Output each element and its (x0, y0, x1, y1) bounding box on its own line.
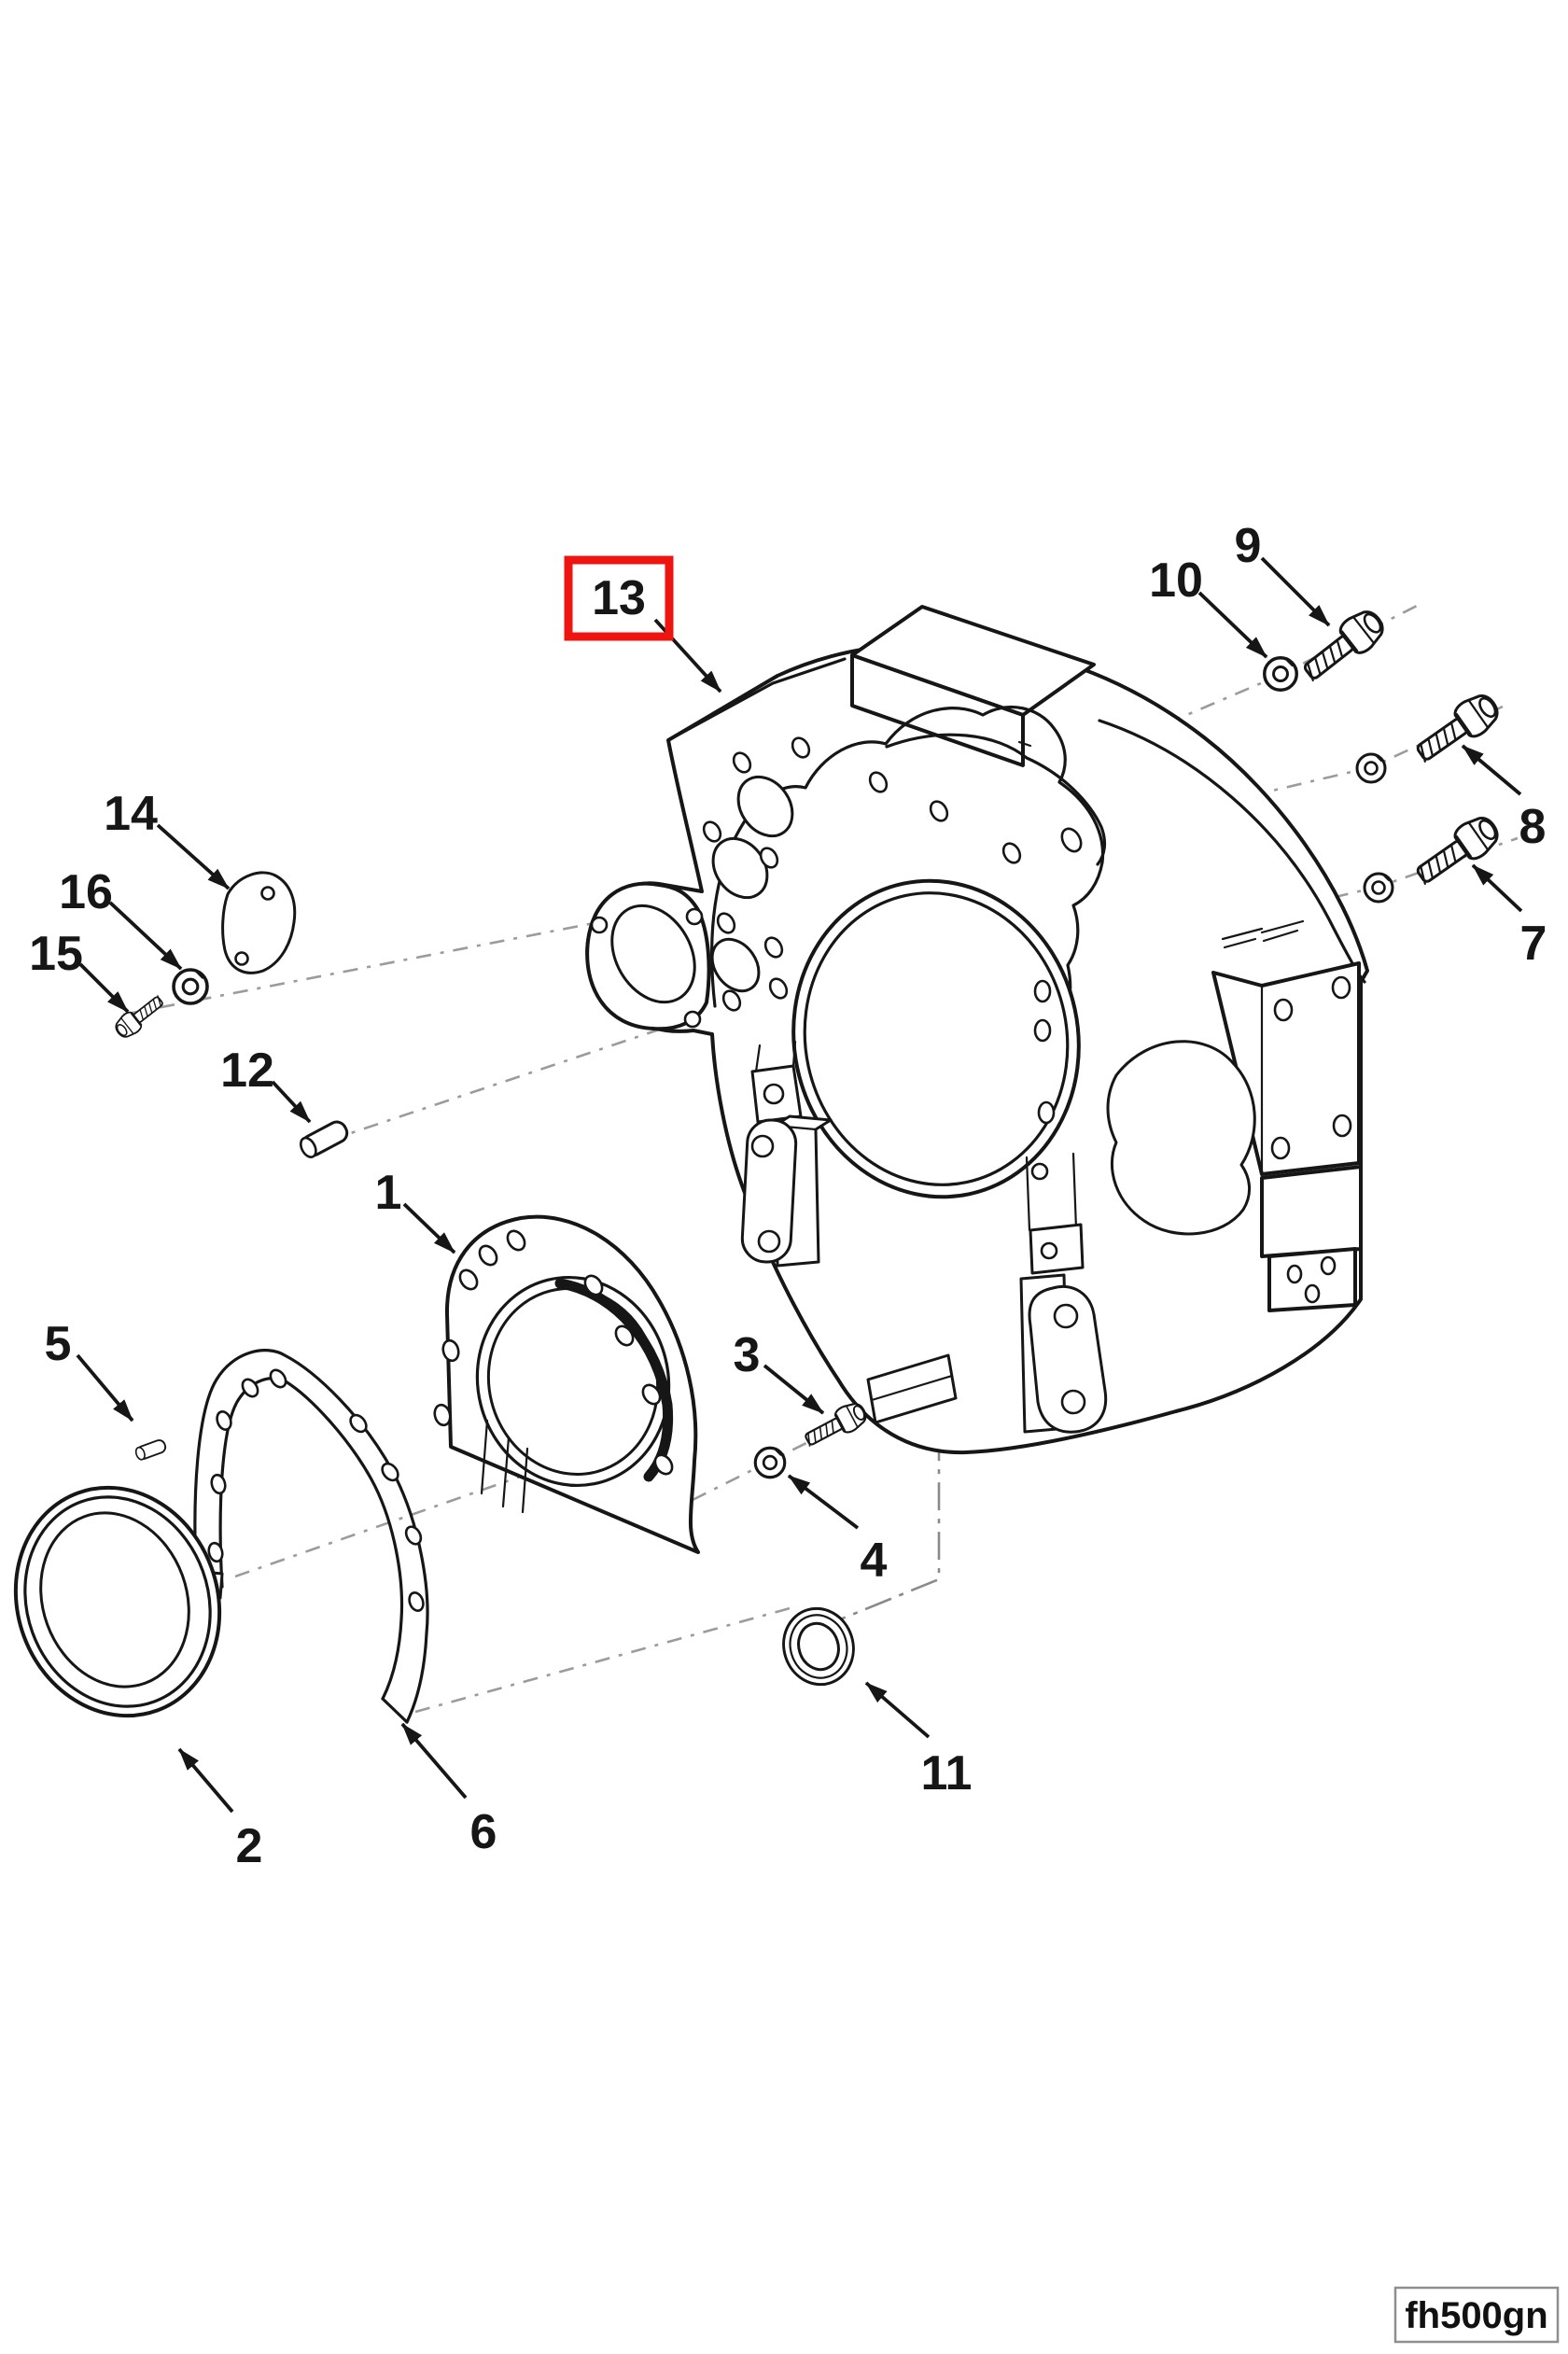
callout-15-leader-arrow (78, 962, 130, 1014)
callout-5-number: 5 (45, 1317, 72, 1371)
callout-15-number: 15 (29, 927, 83, 981)
callout-6[interactable]: 6 (400, 1722, 497, 1859)
callout-7[interactable]: 7 (1471, 863, 1547, 971)
housing-bolt-holes (702, 736, 1083, 1125)
callout-10-leader-arrow (1197, 591, 1268, 659)
part-5-dowel-pin (134, 1439, 167, 1461)
callout-11-leader-arrow (864, 1681, 931, 1739)
callout-13-number: 13 (592, 571, 646, 625)
part-10-lock-washer (1263, 656, 1298, 692)
part-12-dowel-pin (299, 1120, 349, 1158)
callout-1-leader-arrow (402, 1202, 456, 1254)
part-1-bolt-holes (433, 1229, 674, 1476)
part-6-bolt-holes (207, 1368, 425, 1612)
callout-4-number: 4 (861, 1534, 888, 1588)
callout-16-number: 16 (59, 865, 113, 919)
callout-14-leader-arrow (156, 823, 231, 890)
highlight-box-13 (564, 555, 674, 641)
callout-2[interactable]: 2 (177, 1747, 263, 1873)
part-15-bolt (110, 990, 169, 1043)
part-2-seal-ring (13, 1485, 222, 1718)
callout-15[interactable]: 15 (29, 927, 130, 1014)
part-1-rear-seal-housing (433, 1214, 700, 1554)
part-14-cover-plate (221, 871, 297, 974)
callout-7-leader-arrow (1471, 863, 1523, 913)
callout-1[interactable]: 1 (375, 1166, 456, 1254)
callout-2-leader-arrow (177, 1747, 234, 1814)
part-13-flywheel-housing (585, 605, 1369, 1455)
callout-3-leader-arrow (763, 1364, 825, 1415)
callout-4[interactable]: 4 (787, 1474, 888, 1588)
callout-6-number: 6 (470, 1805, 497, 1859)
callout-3[interactable]: 3 (734, 1328, 825, 1415)
callout-12-leader-arrow (271, 1080, 312, 1124)
callout-7-number: 7 (1520, 917, 1547, 971)
callout-12-number: 12 (220, 1044, 274, 1098)
part-6-gasket (183, 1349, 429, 1724)
callout-8-number: 8 (1519, 800, 1547, 854)
callout-6-leader-arrow (400, 1722, 468, 1800)
part-3-bolt (799, 1397, 872, 1453)
callout-11[interactable]: 11 (864, 1681, 973, 1801)
figure-code-box: fh500gn (1393, 2286, 1560, 2344)
callout-9-number: 9 (1235, 519, 1262, 573)
part-8-lock-washer (1355, 752, 1387, 784)
callout-16-leader-arrow (108, 901, 183, 971)
part-16-lock-washer (172, 968, 209, 1005)
callout-1-number: 1 (375, 1166, 402, 1220)
assembly-line-3 (414, 1605, 794, 1714)
part-4-washer (753, 1446, 787, 1479)
callout-5-leader-arrow (76, 1353, 134, 1422)
callout-13[interactable]: 13 (564, 555, 722, 694)
assembly-line-1 (328, 1012, 707, 1142)
callout-10-number: 10 (1149, 553, 1203, 608)
callout-12[interactable]: 12 (220, 1044, 312, 1124)
callout-2-number: 2 (236, 1819, 263, 1873)
callout-8-leader-arrow (1461, 744, 1522, 796)
housing-left-flange (585, 881, 711, 1031)
callout-3-number: 3 (734, 1328, 761, 1382)
callout-10[interactable]: 10 (1149, 553, 1268, 659)
callout-16[interactable]: 16 (59, 865, 183, 971)
part-9-bolt (1295, 603, 1392, 690)
housing-casting-boss (1106, 1040, 1256, 1236)
callout-14-number: 14 (104, 787, 158, 841)
part-8-bolt (1408, 687, 1505, 771)
housing-left-bracket (740, 1040, 833, 1268)
part-11-seal (782, 1606, 855, 1687)
callout-4-leader-arrow (787, 1474, 860, 1530)
callout-9[interactable]: 9 (1235, 519, 1331, 627)
housing-right-bracket (1019, 1152, 1108, 1434)
figure-code-frame (1393, 2286, 1560, 2344)
callout-5[interactable]: 5 (45, 1317, 134, 1422)
callout-9-leader-arrow (1260, 556, 1331, 627)
part-7-lock-washer (1363, 872, 1394, 904)
callout-14[interactable]: 14 (104, 787, 231, 890)
callout-8[interactable]: 8 (1461, 744, 1547, 854)
callout-11-number: 11 (921, 1746, 973, 1801)
figure-code-label: fh500gn (1405, 2295, 1547, 2336)
